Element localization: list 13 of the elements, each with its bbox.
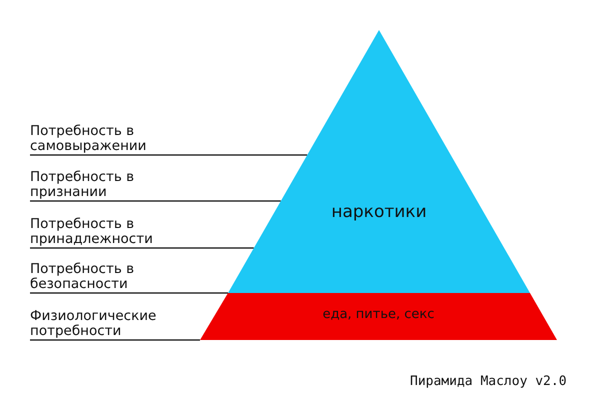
need-label: Потребность в самовыражении xyxy=(30,124,200,154)
need-label: Потребность в признании xyxy=(30,170,200,200)
need-label: Потребность в принадлежности xyxy=(30,217,200,247)
leader-line xyxy=(30,292,228,294)
leader-line xyxy=(30,247,254,249)
need-label: Потребность в безопасности xyxy=(30,262,200,292)
need-label: Физиологические потребности xyxy=(30,309,200,339)
caption-text: Пирамида Маслоу v2.0 xyxy=(410,374,567,389)
leader-line xyxy=(30,154,308,156)
level-text: наркотики xyxy=(330,202,428,222)
leader-line xyxy=(30,339,200,341)
level-text: еда, питье, секс xyxy=(322,307,436,322)
leader-line xyxy=(30,200,281,202)
